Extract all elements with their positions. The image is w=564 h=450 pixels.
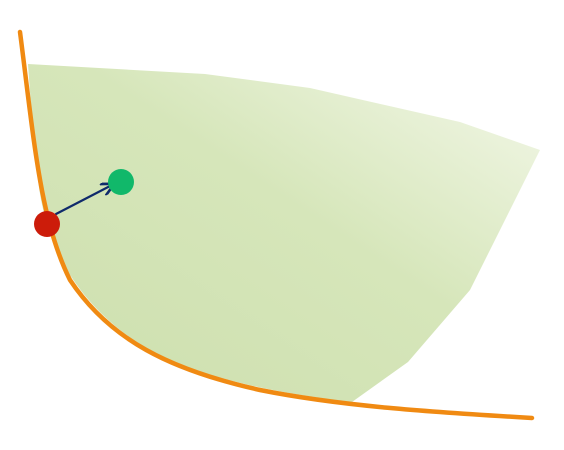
boundary-curve — [17, 29, 535, 421]
move-arrow — [54, 185, 112, 216]
start-point — [34, 211, 60, 237]
end-point — [108, 169, 134, 195]
feasible-region — [28, 64, 540, 402]
